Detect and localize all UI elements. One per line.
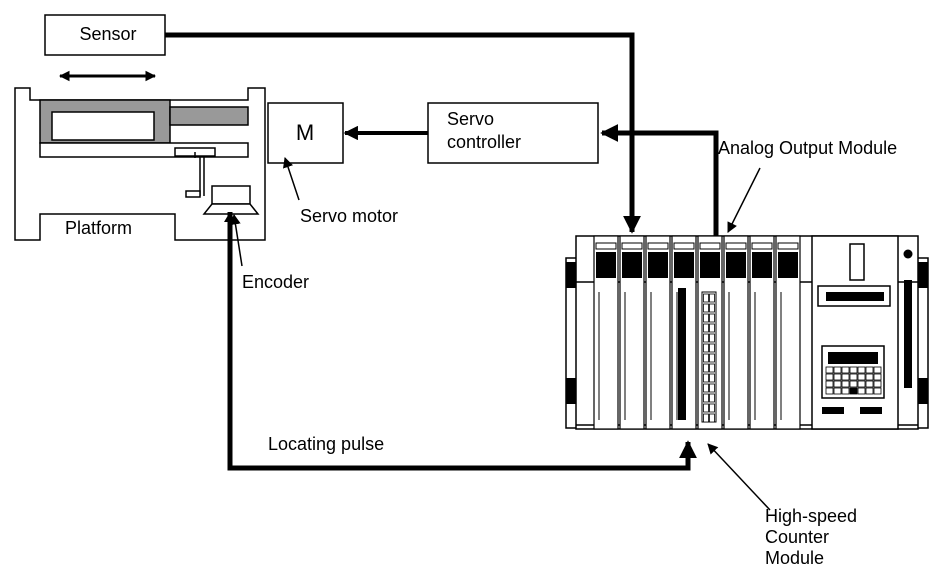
locating-pulse-label: Locating pulse	[268, 434, 384, 454]
hsc-pointer	[707, 443, 771, 511]
hsc-label-3: Module	[765, 548, 824, 568]
sensor-signal-line	[165, 32, 641, 234]
servo-motor-pointer	[283, 157, 300, 201]
servo-controller-box: Servo controller	[427, 102, 599, 164]
servo-controller-label-2: controller	[447, 132, 521, 152]
servo-motor-label: Servo motor	[300, 206, 398, 226]
analog-output-pointer	[727, 167, 761, 233]
analog-output-label: Analog Output Module	[718, 138, 897, 158]
servo-controller-label-1: Servo	[447, 109, 494, 129]
hsc-label-2: Counter	[765, 527, 829, 547]
plc-rack	[565, 235, 929, 430]
cpu-module	[811, 235, 913, 430]
sensor-box: Sensor	[44, 14, 166, 56]
encoder-device	[202, 185, 260, 215]
sensor-label: Sensor	[79, 24, 136, 44]
platform-assembly: Platform	[14, 87, 266, 241]
analog-output-line	[600, 124, 719, 236]
servo-motor-box: M	[267, 102, 344, 164]
platform-label: Platform	[65, 218, 132, 238]
motor-symbol: M	[296, 120, 314, 145]
hsc-module-indicator	[678, 288, 686, 420]
hsc-label-1: High-speed	[765, 506, 857, 526]
encoder-pointer	[230, 213, 243, 267]
encoder-label: Encoder	[242, 272, 309, 292]
locating-pulse-line	[227, 212, 697, 471]
